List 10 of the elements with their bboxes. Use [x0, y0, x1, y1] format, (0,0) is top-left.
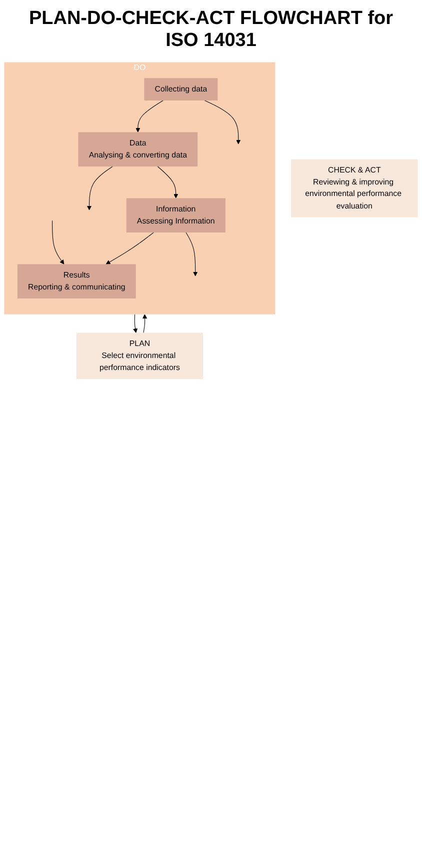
- arrow: [52, 220, 64, 264]
- arrow: [142, 314, 148, 334]
- arrow: [204, 100, 241, 144]
- arrow: [186, 232, 198, 276]
- arrow: [157, 166, 178, 198]
- arrow: [86, 166, 113, 210]
- arrow: [132, 314, 138, 333]
- diagram-title: PLAN-DO-CHECK-ACT FLOWCHART for ISO 14031: [28, 8, 394, 52]
- arrow: [106, 232, 154, 264]
- arrow: [136, 100, 164, 132]
